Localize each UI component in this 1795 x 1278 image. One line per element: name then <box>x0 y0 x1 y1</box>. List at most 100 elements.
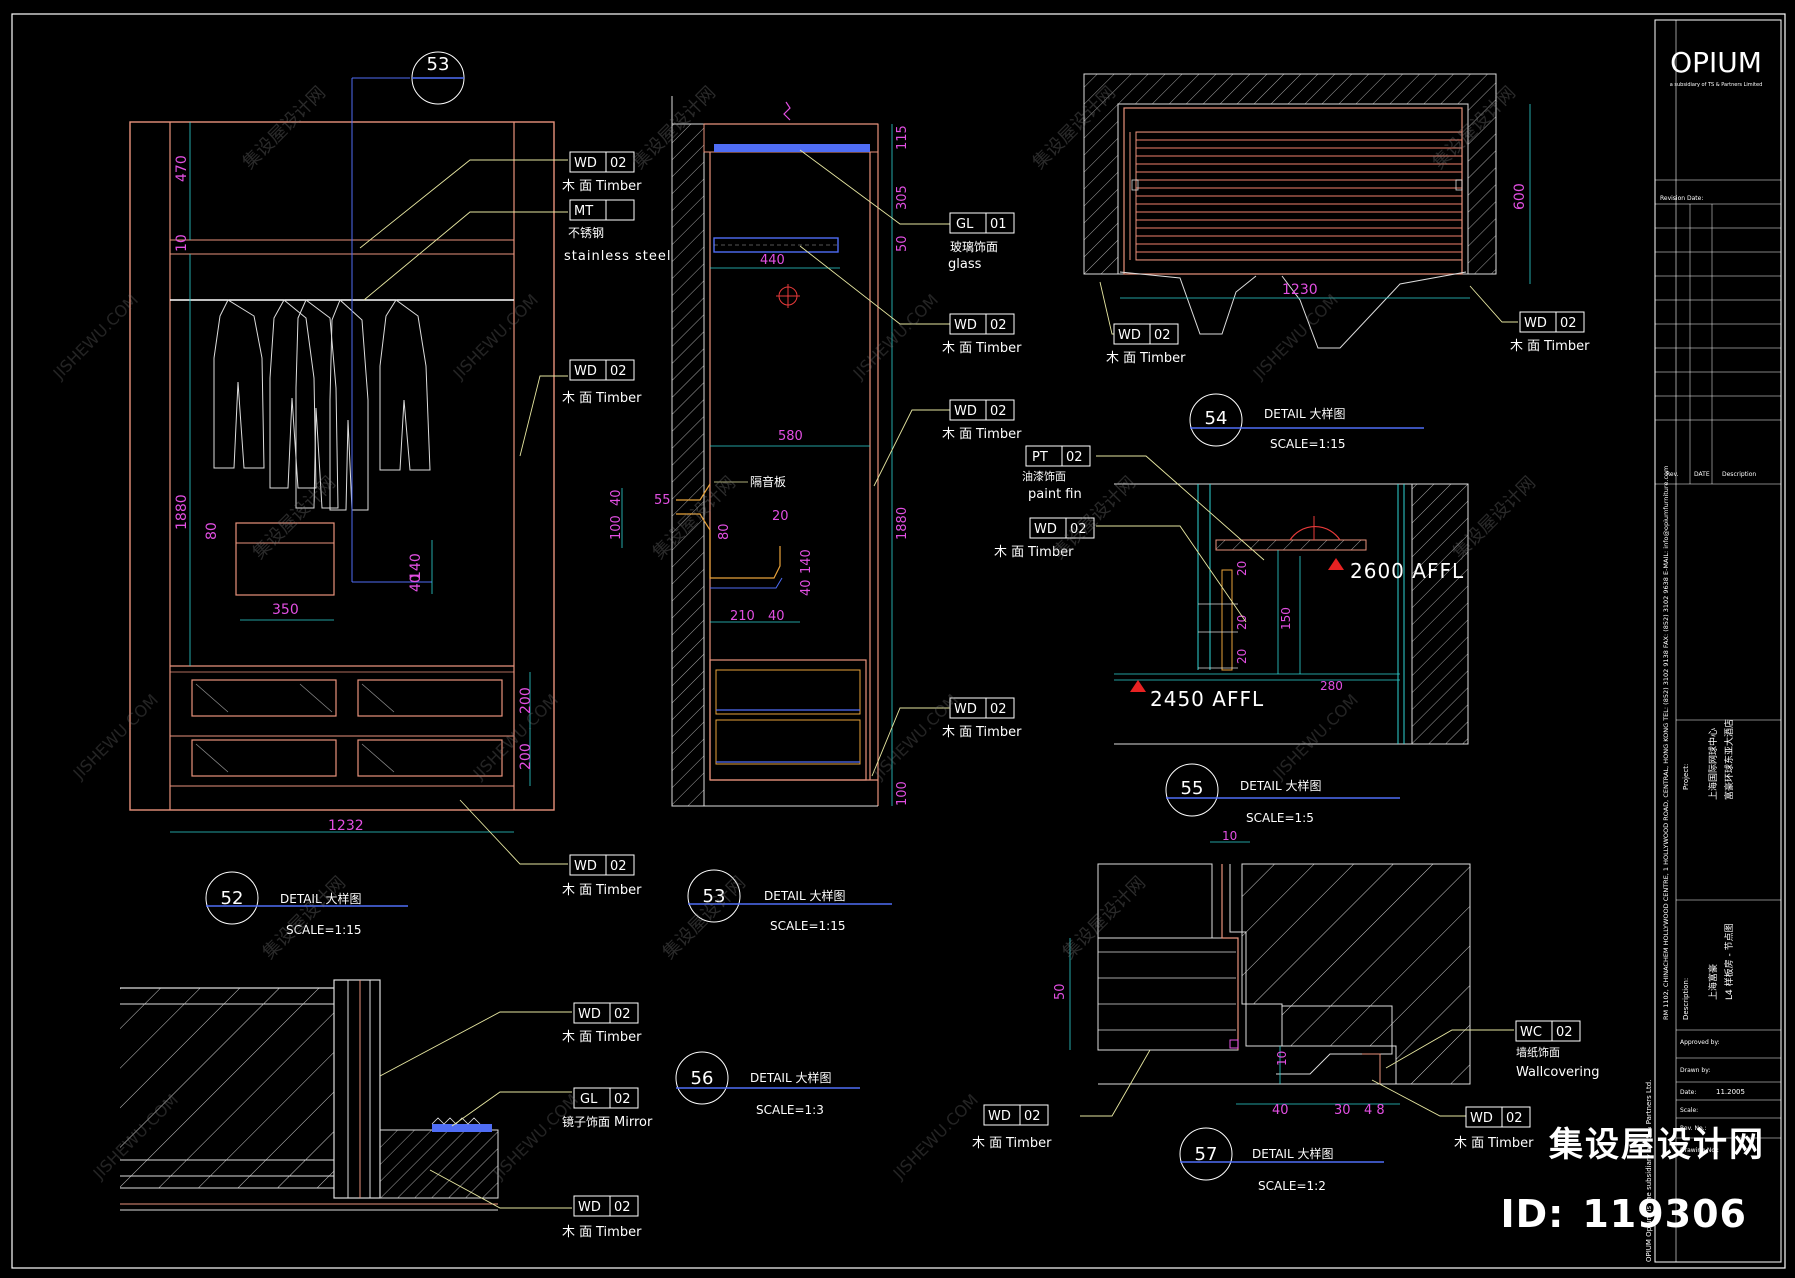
detail-57-section: 10 50 10 40 30 4 8 <box>1053 829 1471 1118</box>
svg-text:1880: 1880 <box>895 507 910 540</box>
svg-text:54: 54 <box>1205 408 1228 429</box>
svg-text:不锈钢: 不锈钢 <box>568 226 604 240</box>
tag-52-wd-2: WD 02 木 面 Timber <box>562 359 642 406</box>
detail-56-section <box>120 979 499 1211</box>
svg-text:40: 40 <box>1272 1103 1289 1118</box>
tag-56-wd-1: WD 02 木 面 Timber <box>562 1002 642 1045</box>
tag-54-wd-left: WD 02 木 面 Timber <box>1106 323 1186 366</box>
tag-53-gl: GL 01 玻璃饰面 glass <box>948 212 1015 272</box>
company-address: RM 1102, CHINACHEM HOLLYWOOD CENTRE, 1 H… <box>1662 466 1670 1020</box>
dim-52-200a: 200 <box>518 687 534 714</box>
description-subname: L4 样板房 - 节点图 <box>1723 923 1735 1000</box>
scale-label: Scale: <box>1680 1107 1698 1114</box>
dim-52-40: 40 <box>408 574 424 592</box>
date-label: Date: <box>1680 1089 1696 1096</box>
svg-text:DETAIL 大样图: DETAIL 大样图 <box>1240 778 1321 793</box>
detail-52-elevation: 53 470 10 1880 80 140 40 350 200 200 123… <box>129 51 555 834</box>
id-value: 119306 <box>1582 1192 1747 1236</box>
section-marker-53: 53 <box>427 54 450 75</box>
rev-no-label: Rev. No.: <box>1680 1125 1706 1132</box>
svg-text:10: 10 <box>1222 829 1237 843</box>
description-name: 上海富豪 <box>1707 964 1719 1000</box>
svg-text:02: 02 <box>990 318 1007 333</box>
svg-text:JISHEWU.COM: JISHEWU.COM <box>469 690 562 783</box>
svg-text:木 面: 木 面 <box>1510 339 1540 354</box>
svg-text:SCALE=1:15: SCALE=1:15 <box>1270 437 1345 451</box>
svg-text:Timber: Timber <box>1487 1136 1534 1151</box>
svg-text:Timber: Timber <box>975 341 1022 356</box>
tag-52-wd-1: WD 02 木 面 Timber <box>562 151 642 194</box>
svg-text:DETAIL 大样图: DETAIL 大样图 <box>1264 406 1345 421</box>
svg-text:02: 02 <box>614 1092 631 1107</box>
revision-label: Revision Date: <box>1660 195 1703 202</box>
affl-2600: 2600 AFFL <box>1350 559 1464 583</box>
svg-text:02: 02 <box>610 364 627 379</box>
svg-text:SCALE=1:5: SCALE=1:5 <box>1246 811 1314 825</box>
svg-text:集设屋设计网: 集设屋设计网 <box>259 872 350 963</box>
svg-text:DETAIL 大样图: DETAIL 大样图 <box>750 1070 831 1085</box>
svg-text:02: 02 <box>990 404 1007 419</box>
tag-53-wd-1: WD 02 木 面 Timber <box>942 313 1022 356</box>
svg-text:SCALE=1:15: SCALE=1:15 <box>286 923 361 937</box>
tag-57-wd-right: WD 02 木 面 Timber <box>1454 1106 1534 1151</box>
svg-text:280: 280 <box>1320 679 1343 693</box>
dim-52-140: 140 <box>408 553 424 580</box>
svg-text:20: 20 <box>1235 615 1249 630</box>
svg-text:木 面: 木 面 <box>1454 1136 1484 1151</box>
svg-text:02: 02 <box>610 156 627 171</box>
svg-text:木 面: 木 面 <box>562 883 592 898</box>
svg-text:Timber: Timber <box>1139 351 1186 366</box>
svg-text:DETAIL 大样图: DETAIL 大样图 <box>280 891 361 906</box>
svg-text:56: 56 <box>691 1068 714 1089</box>
svg-text:PT: PT <box>1032 450 1048 465</box>
svg-text:52: 52 <box>221 888 244 909</box>
svg-text:100: 100 <box>895 781 910 806</box>
svg-text:JISHEWU.COM: JISHEWU.COM <box>489 1090 582 1183</box>
svg-text:4 8: 4 8 <box>1364 1103 1385 1118</box>
svg-text:02: 02 <box>1556 1025 1573 1040</box>
svg-text:Timber: Timber <box>1543 339 1590 354</box>
svg-text:WD: WD <box>1470 1111 1493 1126</box>
svg-text:580: 580 <box>778 429 803 444</box>
svg-text:JISHEWU.COM: JISHEWU.COM <box>449 290 542 383</box>
tag-55-pt: PT 02 油漆饰面 paint fin <box>1022 445 1091 502</box>
approved-label: Approved by: <box>1680 1039 1720 1046</box>
detail-label-54: 54 DETAIL 大样图 SCALE=1:15 <box>1189 393 1424 451</box>
svg-text:02: 02 <box>610 859 627 874</box>
svg-text:木 面: 木 面 <box>562 1030 592 1045</box>
svg-text:glass: glass <box>948 257 982 272</box>
svg-text:木 面: 木 面 <box>562 179 592 194</box>
svg-text:油漆饰面: 油漆饰面 <box>1022 469 1066 483</box>
detail-label-56: 56 DETAIL 大样图 SCALE=1:3 <box>675 1051 860 1117</box>
tag-53-wd-2: WD 02 木 面 Timber <box>942 399 1022 442</box>
svg-text:40: 40 <box>799 579 814 596</box>
svg-text:木 面: 木 面 <box>942 341 972 356</box>
svg-text:墙纸饰面: 墙纸饰面 <box>1516 1045 1560 1059</box>
svg-text:镜子饰面: 镜子饰面 <box>562 1114 610 1129</box>
svg-text:WD: WD <box>954 702 977 717</box>
detail-label-55: 55 DETAIL 大样图 SCALE=1:5 <box>1165 763 1400 825</box>
svg-text:GL: GL <box>956 217 974 232</box>
dim-52-10: 10 <box>174 234 190 252</box>
dim-52-470: 470 <box>174 155 190 182</box>
rev-col-date: DATE <box>1694 471 1710 478</box>
sheet-border <box>11 13 1786 1269</box>
rev-col-rev: Rev. <box>1666 471 1679 478</box>
svg-text:SCALE=1:2: SCALE=1:2 <box>1258 1179 1326 1193</box>
svg-text:木 面: 木 面 <box>562 391 592 406</box>
svg-text:集设屋设计网: 集设屋设计网 <box>249 472 340 563</box>
leaders-53 <box>799 149 950 777</box>
tag-56-wd-2: WD 02 木 面 Timber <box>562 1195 642 1240</box>
svg-text:115: 115 <box>895 125 910 150</box>
project-subname: 富豪环球东亚大酒店 <box>1723 719 1735 800</box>
dim-52-350: 350 <box>272 602 299 618</box>
dim-52-1880: 1880 <box>174 494 190 530</box>
svg-text:木 面: 木 面 <box>562 1225 592 1240</box>
svg-text:WD: WD <box>574 364 597 379</box>
tag-55-wd: WD 02 木 面 Timber <box>994 517 1095 560</box>
detail-label-53: 53 DETAIL 大样图 SCALE=1:15 <box>687 869 892 933</box>
svg-text:集设屋设计网: 集设屋设计网 <box>239 82 330 173</box>
svg-text:WD: WD <box>574 156 597 171</box>
tag-57-wc: WC 02 墙纸饰面 Wallcovering <box>1515 1020 1599 1080</box>
svg-text:stainless steel: stainless steel <box>564 249 671 264</box>
